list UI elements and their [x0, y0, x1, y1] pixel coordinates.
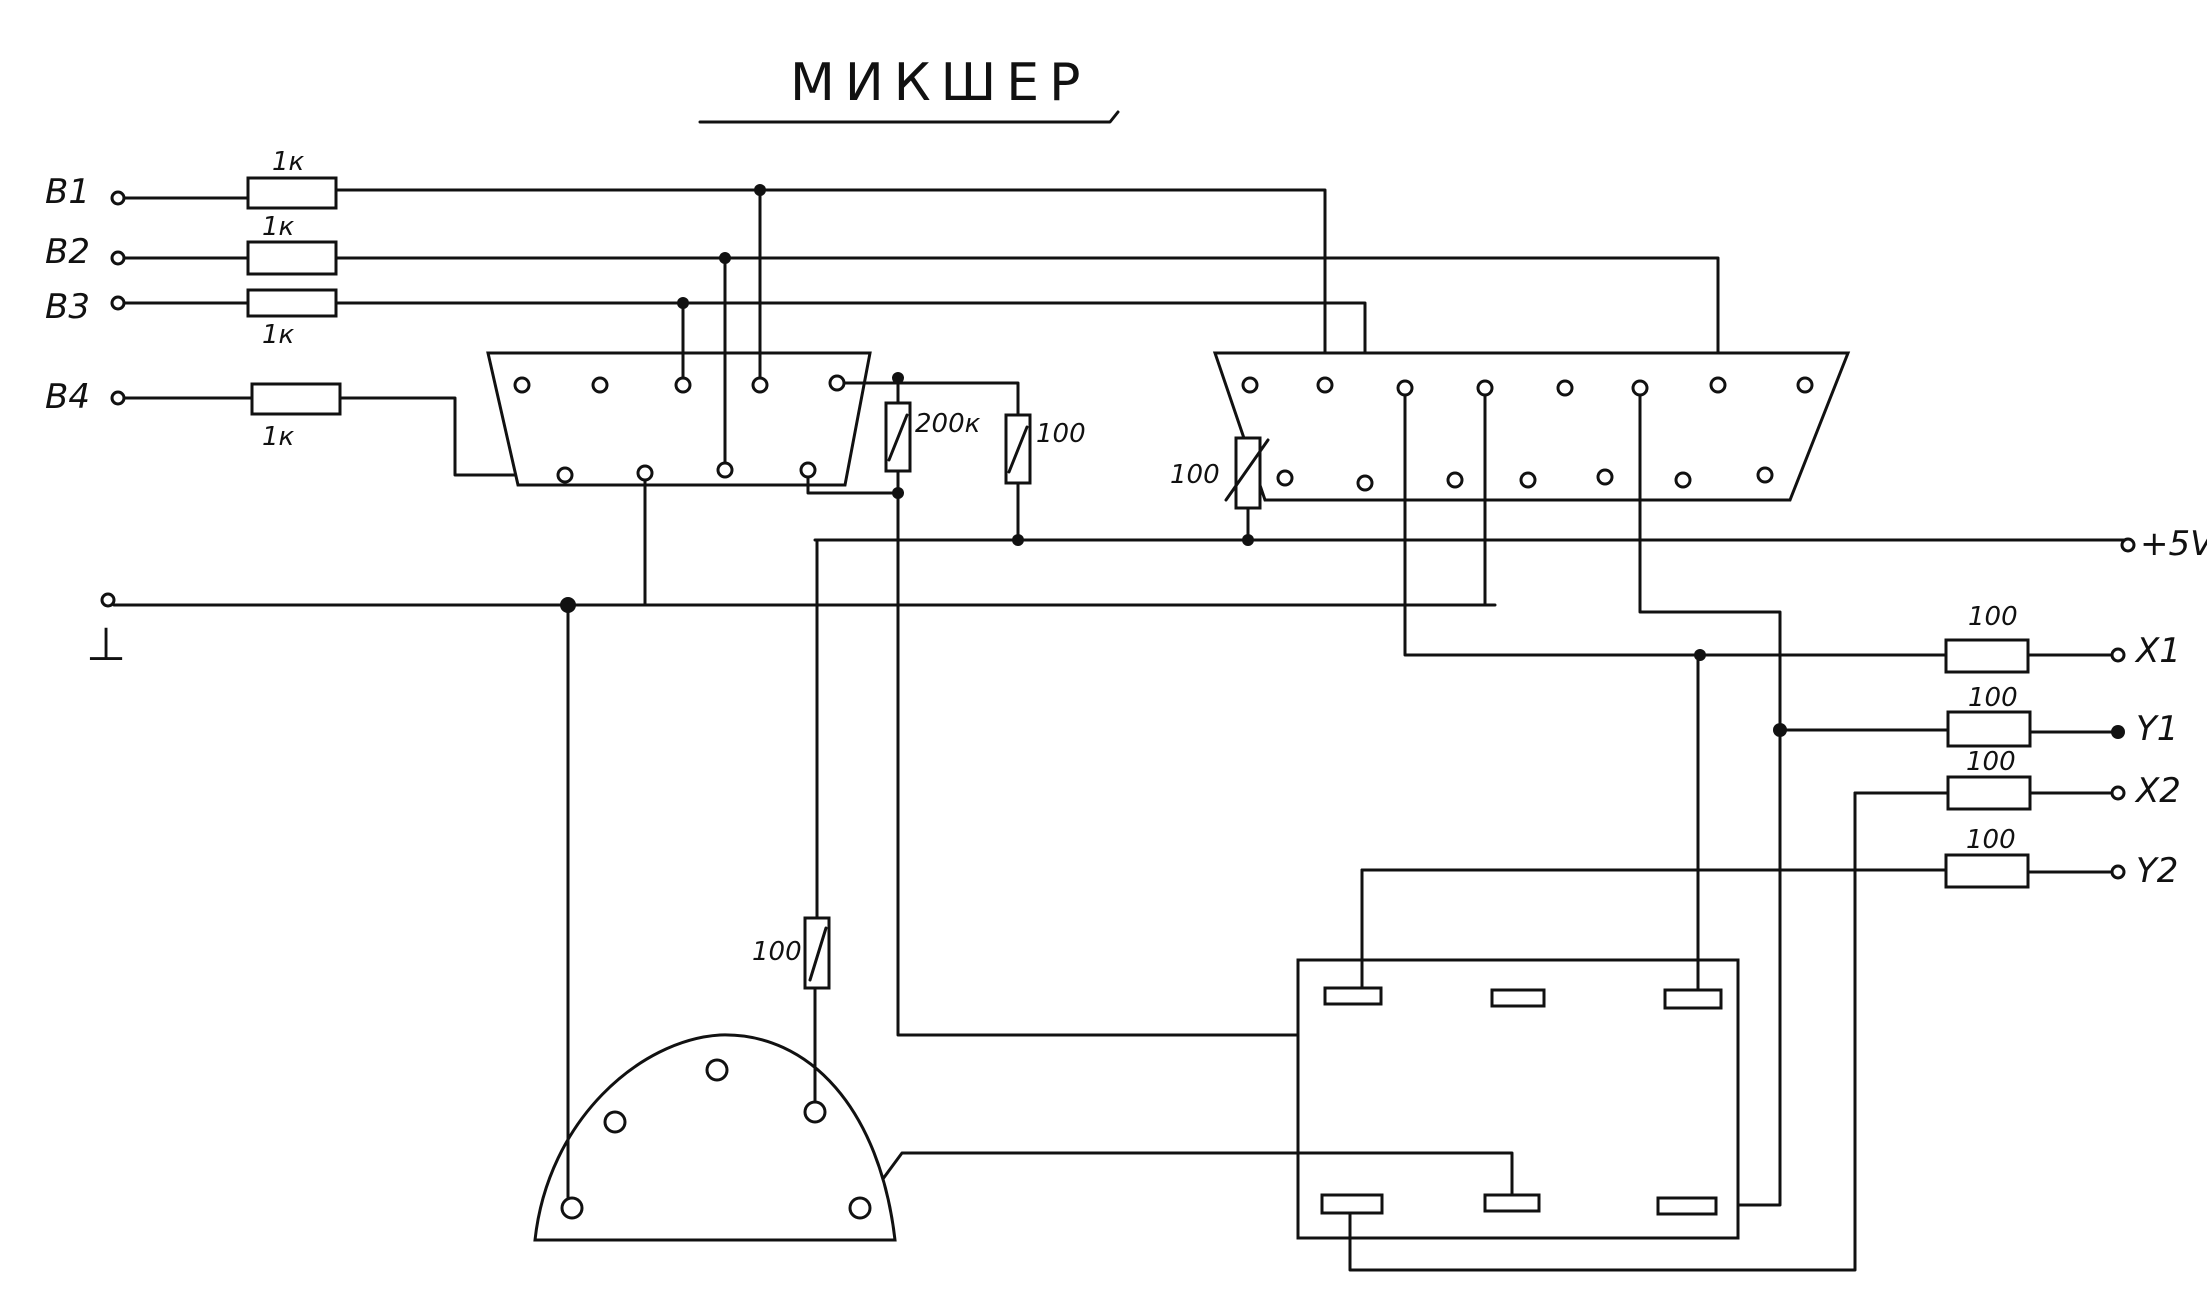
diagram-title: МИКШЕР — [790, 53, 1091, 113]
power-label: +5V — [2140, 524, 2207, 564]
resistor-100-a-label: 100 — [1036, 419, 1086, 449]
input-b1-label: В1 — [45, 172, 90, 212]
input-b4-resistor — [250, 382, 342, 416]
output-y2-resistor-label: 100 — [1966, 825, 2016, 855]
input-b2: В2 1к — [45, 212, 1720, 387]
input-b4: В4 1к — [45, 377, 567, 477]
input-b3-terminal — [110, 295, 126, 311]
resistor-100-b — [1234, 436, 1262, 510]
input-b4-resistor-label: 1к — [262, 422, 295, 452]
output-x1: 100 X1 — [1694, 602, 2181, 674]
resistor-100-c-label: 100 — [752, 937, 802, 967]
ground-terminal — [100, 592, 116, 608]
output-x1-label: X1 — [2134, 631, 2181, 671]
output-y1-resistor — [1946, 710, 2032, 748]
input-b2-terminal — [110, 250, 126, 266]
input-b2-resistor — [246, 240, 338, 276]
output-y2-resistor — [1944, 853, 2030, 889]
input-b3-resistor — [246, 288, 338, 318]
output-y2: 100 Y2 — [1360, 825, 2178, 891]
output-y2-terminal — [2110, 864, 2126, 880]
output-x1-resistor-label: 100 — [1968, 602, 2018, 632]
output-x2: 100 X2 — [1853, 747, 2181, 811]
input-b4-terminal — [110, 390, 126, 406]
input-b1: В1 1к — [45, 147, 1327, 380]
input-b4-label: В4 — [45, 377, 90, 417]
connector-db15-pins — [1241, 376, 1814, 492]
output-x1-terminal — [2110, 647, 2126, 663]
input-b1-resistor — [246, 176, 338, 210]
switch-contacts — [1320, 986, 1723, 1216]
output-y2-label: Y2 — [2136, 851, 2178, 891]
connector-db9 — [486, 351, 872, 487]
input-b2-resistor-label: 1к — [262, 212, 295, 242]
resistor-100-b-label: 100 — [1170, 460, 1220, 490]
output-x1-resistor — [1944, 638, 2030, 674]
output-x2-resistor-label: 100 — [1966, 747, 2016, 777]
din-socket — [533, 1033, 897, 1242]
ground-label: ⊥ — [86, 617, 126, 671]
power-terminal — [2120, 537, 2136, 553]
input-b2-label: В2 — [45, 232, 90, 272]
output-y1: 100 Y1 — [1773, 683, 2178, 749]
din-socket-pins — [560, 1058, 872, 1220]
output-x2-terminal — [2110, 785, 2126, 801]
output-x2-resistor — [1946, 775, 2032, 811]
output-y1-terminal — [2111, 725, 2125, 739]
output-x2-label: X2 — [2134, 771, 2181, 811]
resistor-200k-label: 200к — [915, 409, 981, 439]
input-b1-resistor-label: 1к — [272, 147, 305, 177]
input-b3-resistor-label: 1к — [262, 320, 295, 350]
output-y1-resistor-label: 100 — [1968, 683, 2018, 713]
output-y1-label: Y1 — [2136, 709, 2178, 749]
input-b1-terminal — [110, 190, 126, 206]
input-b3-label: В3 — [45, 287, 90, 327]
title-underline — [698, 110, 1120, 124]
